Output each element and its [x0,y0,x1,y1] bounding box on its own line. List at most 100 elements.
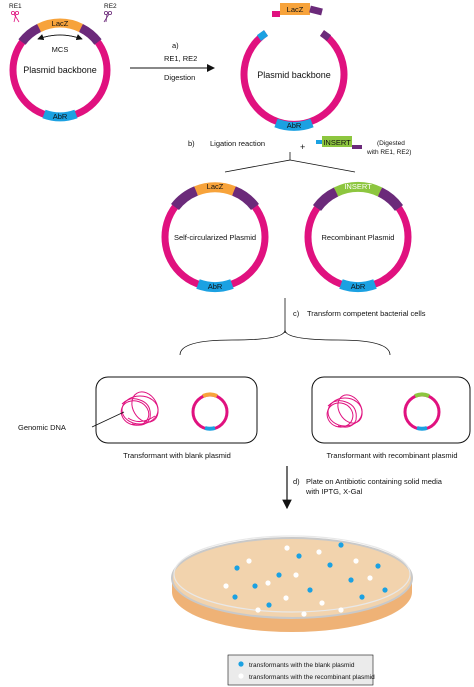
abr-segment [196,279,234,292]
insert-segment [333,181,383,197]
genomic-dna-tangle [120,391,159,426]
original-plasmid: LacZ AbR Plasmid backbone MCS RE1 RE2 [9,3,117,122]
legend: transformants with the blank plasmid tra… [227,654,375,686]
blue-colony [307,587,313,593]
blue-colony [348,577,354,583]
recombinant-plasmid-label: Recombinant Plasmid [322,233,395,242]
abr-label: AbR [351,282,366,291]
backbone-end-right [319,30,332,41]
step-b-label: b) [188,139,195,148]
re1-label: RE1 [9,3,22,10]
blue-colony [327,562,333,568]
lacz-fragment [280,3,310,15]
abr-segment [274,118,314,131]
step-a-text-1: RE1, RE2 [164,54,197,63]
petri-dish [171,535,413,632]
blue-colony [266,602,272,608]
blue-colony [359,594,365,600]
white-colony [283,595,289,601]
blue-colony [232,594,238,600]
white-colony [284,545,290,551]
insert-note-1: (Digested [377,140,405,147]
legend-blue-dot [238,661,244,667]
backbone-label: Plasmid backbone [23,65,97,75]
mcs-arrow-left [37,34,83,41]
abr-label: AbR [208,282,223,291]
colonies [223,542,388,617]
mcs-right-segment [78,23,102,45]
white-colony [319,600,325,606]
cell-recombinant [311,376,471,444]
white-colony [246,558,252,564]
blank-caption: Transformant with blank plasmid [123,451,231,460]
blue-colony [276,572,282,578]
lacz-label: LacZ [287,5,304,14]
backbone-end-left [256,30,269,41]
genomic-dna-tangle [326,394,363,428]
recombinant-plasmid: INSERT AbR Recombinant Plasmid [304,181,412,292]
white-colony [353,558,359,564]
white-colony [316,549,322,555]
genomic-dna-label: Genomic DNA [18,423,66,432]
genomic-dna-pointer [91,411,125,428]
white-colony [301,611,307,617]
legend-blue-label: transformants with the blank plasmid [249,662,355,669]
abr-segment [42,109,78,122]
recombinant-caption: Transformant with recombinant plasmid [326,451,457,460]
self-circularized-plasmid: LacZ AbR Self-circularized Plasmid [161,182,269,292]
step-c-label: c) [293,309,300,318]
scissors-icon [103,10,113,23]
blue-colony [252,583,258,589]
step-c-brace [179,329,391,356]
legend-white-label: transformants with the recombinant plasm… [249,674,375,681]
lacz-label: LacZ [207,182,224,191]
blue-colony [382,587,388,593]
legend-box [227,654,374,686]
mcs-left-segment [171,186,199,211]
white-colony [255,607,261,613]
dish-agar [171,537,413,619]
insert-note-2: with RE1, RE2) [366,149,411,156]
mcs-label: MCS [52,45,69,54]
lacz-label: LacZ [52,19,69,28]
lacz-segment [36,18,84,33]
insert-box [322,136,352,147]
abr-label: AbR [287,121,302,130]
white-colony [367,575,373,581]
abr-label: AbR [53,112,68,121]
blue-colony [296,553,302,559]
re2-label: RE2 [104,3,117,10]
insert-label: INSERT [344,182,372,191]
cell-outline [95,376,258,444]
branch-right [289,159,356,173]
mcs-right-segment [377,187,404,212]
mcs-left-segment [312,187,339,212]
legend-white-dot [238,673,244,679]
step-c-text: Transform competent bacterial cells [307,309,426,318]
lacz-segment [194,182,236,196]
backbone-label: Plasmid backbone [257,70,331,80]
lacz-segment-small [202,392,218,398]
abr-segment-small [416,426,428,431]
cell-blank [95,376,258,444]
digested-backbone: AbR Plasmid backbone LacZ [240,3,348,131]
white-colony [338,607,344,613]
blue-colony [375,563,381,569]
insert-segment-small [414,392,430,398]
step-d-text-2: with IPTG, X-Gal [305,487,363,496]
step-d-text-1: Plate on Antibiotic containing solid med… [306,477,443,486]
insert-label: INSERT [323,138,351,147]
cell-outline [311,376,471,444]
abr-segment-small [204,426,216,431]
mcs-left-segment [18,23,42,45]
dish-rim [173,535,411,613]
mcs-right-segment [231,186,259,211]
white-colony [293,572,299,578]
branch-left [224,152,291,173]
blue-colony [234,565,240,571]
fragment-end-right [309,5,323,16]
insert-fragment: INSERT [316,136,362,149]
abr-segment [339,279,377,292]
self-plasmid-label: Self-circularized Plasmid [174,233,256,242]
